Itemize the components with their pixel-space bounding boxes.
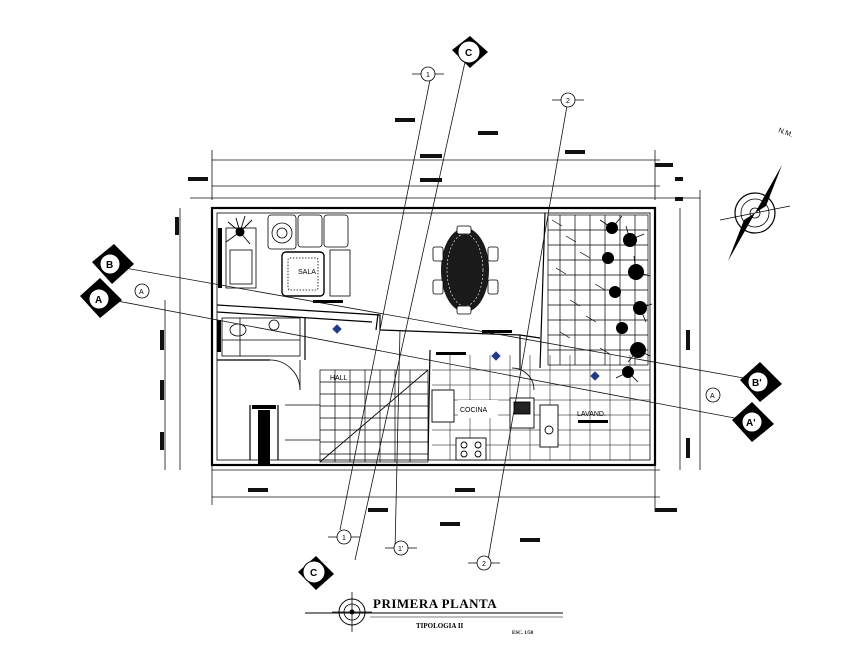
svg-text:1: 1 <box>342 535 346 542</box>
windows <box>217 228 512 464</box>
room-label-hall: HALL <box>330 375 348 382</box>
section-lines <box>111 61 756 561</box>
section-mark-a-right: A' <box>732 402 774 442</box>
level-markers <box>332 324 600 381</box>
bathroom-fixtures <box>221 317 301 357</box>
living-room-furniture <box>225 214 351 297</box>
garden-plants-icon <box>602 222 647 378</box>
axis-label-a-left: A <box>139 289 144 296</box>
section-mark-b-right: B' <box>740 362 782 402</box>
axis-bubble-1-prime-bottom: 1' <box>385 540 417 556</box>
axis-bubble-2-bottom: 2 <box>468 555 500 571</box>
svg-text:A: A <box>95 295 102 306</box>
section-mark-c-bottom: C <box>298 556 334 590</box>
axis-bubble-1-bottom: 1 <box>328 529 360 545</box>
svg-text:1: 1 <box>426 72 430 79</box>
lavanderia-level-mark <box>578 420 608 423</box>
room-label-sala: SALA <box>298 269 316 276</box>
plan-subtitle: TIPOLOGIA II <box>416 622 464 630</box>
kitchen-label-bg <box>458 400 498 418</box>
section-mark-a-left: A <box>80 278 122 318</box>
section-mark-b-left: B <box>92 244 134 284</box>
plan-title: PRIMERA PLANTA <box>373 596 497 611</box>
north-label: N.M. <box>777 127 793 139</box>
garden-plants-leaves <box>599 215 653 383</box>
kitchen-fixtures <box>431 389 559 461</box>
title-symbol-icon <box>332 592 372 632</box>
north-arrow-icon <box>719 165 791 261</box>
axis-label-a-right: A <box>710 393 715 400</box>
svg-text:B': B' <box>752 378 762 389</box>
stairs <box>285 369 429 463</box>
axis-bubble-a-left <box>134 283 150 299</box>
axis-bubble-1-top: 1 <box>412 66 444 82</box>
patio-paving <box>547 214 649 366</box>
svg-text:C: C <box>310 568 317 579</box>
door-swings <box>269 359 535 391</box>
axis-bubble-2-top: 2 <box>552 92 584 108</box>
dimension-lines <box>164 150 701 512</box>
svg-text:C: C <box>465 48 472 59</box>
living-plant-icon <box>225 215 253 245</box>
svg-text:B: B <box>106 260 113 271</box>
svg-text:1': 1' <box>398 546 403 553</box>
svg-text:2: 2 <box>566 98 570 105</box>
room-label-lavanderia: LAVAND. <box>577 411 606 418</box>
dimension-ticks <box>160 118 690 542</box>
svg-text:A': A' <box>746 418 756 429</box>
svg-text:2: 2 <box>482 561 486 568</box>
room-label-cocina: COCINA <box>460 407 488 414</box>
dining-table <box>432 225 499 315</box>
plan-scale: ESC. 1/50 <box>512 631 534 636</box>
axis-bubble-a-right <box>705 387 721 403</box>
section-mark-c-top: C <box>452 36 488 68</box>
